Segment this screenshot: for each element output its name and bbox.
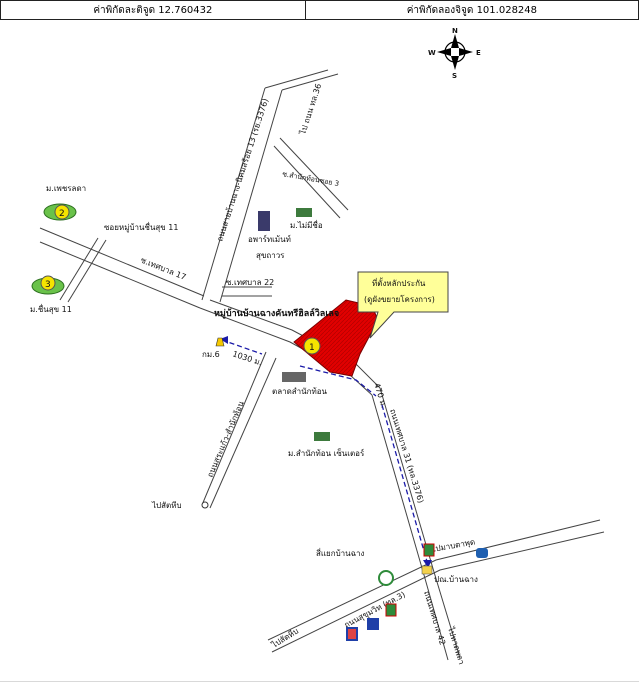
post-office-label: ปณ.บ้านฉาง bbox=[434, 575, 478, 584]
post-office-icon bbox=[421, 565, 433, 575]
route-arrow-icon bbox=[423, 560, 432, 568]
apartment-label-1: อพาร์ทเม้นท์ bbox=[248, 234, 291, 244]
road-tessaban-42-label: ถนนเทศบาล 42 bbox=[422, 590, 447, 646]
road-end-icon bbox=[201, 501, 209, 509]
collateral-callout: ที่ตั้งหลักประกัน (ดูผังขยายโครงการ) bbox=[357, 271, 449, 339]
compass-w: W bbox=[428, 49, 436, 57]
apartment-icon bbox=[258, 211, 270, 231]
seven-eleven-icon bbox=[423, 543, 435, 557]
callout-line-1: ที่ตั้งหลักประกัน bbox=[372, 277, 426, 288]
to-sattahip-label: ไปสัตหีบ bbox=[151, 501, 182, 510]
soi-chuensuk-label: ซอยหมู่บ้านชื่นสุข 11 bbox=[104, 221, 178, 233]
callout-line-2: (ดูผังขยายโครงการ) bbox=[364, 294, 435, 305]
village-phetchada: 2 bbox=[43, 203, 77, 221]
village-chuensuk: 3 bbox=[31, 275, 65, 295]
marker-3-label: 3 bbox=[45, 280, 51, 290]
to-pattaya-label: ไปหาดพลา bbox=[446, 625, 466, 666]
milestone-icon bbox=[215, 337, 225, 347]
bottom-divider bbox=[0, 681, 639, 682]
phetchada-label: ม.เพชรลดา bbox=[46, 184, 86, 193]
coordinates-table: ค่าพิกัดละติจูด 12.760432 ค่าพิกัดลองจิจ… bbox=[0, 0, 639, 20]
route-line bbox=[221, 339, 429, 566]
bank-icon bbox=[476, 548, 488, 558]
latitude-cell: ค่าพิกัดละติจูด 12.760432 bbox=[0, 0, 306, 20]
market-icon bbox=[282, 372, 306, 382]
marker-1 bbox=[303, 337, 321, 355]
marker-2-label: 2 bbox=[59, 209, 65, 219]
compass-s: S bbox=[452, 72, 457, 80]
house-cluster-icon bbox=[314, 432, 330, 441]
distance-1-label: 1030 ม. bbox=[231, 349, 263, 367]
bank-icon bbox=[346, 627, 358, 641]
route-arrow-icon bbox=[220, 336, 228, 344]
samnakthon-center-label: ม.สำนักท้อน เซ็นเตอร์ bbox=[288, 448, 365, 458]
bank-icon bbox=[367, 618, 379, 630]
ban-chang-junction-label: สี่แยกบ้านฉาง bbox=[316, 547, 365, 558]
maimisue-label: ม.ไม่มีชื่อ bbox=[290, 219, 323, 230]
longitude-cell: ค่าพิกัดลองจิจูด 101.028248 bbox=[304, 0, 639, 20]
compass-rose-icon: N S W E bbox=[428, 27, 481, 80]
soi-tessaban-22-label: ซ.เทศบาล 22 bbox=[226, 278, 274, 287]
road-36-label: ไป ถนน ทล.36 bbox=[298, 83, 323, 137]
house-cluster-icon bbox=[296, 208, 312, 217]
market-label: ตลาดสำนักท้อน bbox=[272, 387, 328, 396]
road-network bbox=[39, 69, 605, 661]
compass-n: N bbox=[452, 27, 458, 35]
seven-eleven-icon bbox=[385, 603, 397, 617]
marker-1-label: 1 bbox=[309, 343, 315, 353]
apartment-label-2: สุขถาวร bbox=[256, 251, 285, 260]
village-main-label: หมู่บ้านบ้านฉางคันทรีฮิลล์วิลเลจ bbox=[214, 307, 339, 319]
kor-mor-6-label: กม.6 bbox=[202, 350, 220, 359]
compass-e: E bbox=[476, 49, 481, 57]
kasikorn-bank-icon bbox=[378, 570, 394, 586]
chuensuk-label: ม.ชื่นสุข 11 bbox=[30, 303, 72, 314]
soi-tessaban-17-label: ซ.เทศบาล 17 bbox=[139, 256, 187, 282]
to-sattahip-2-label: ไปสัตหีบ bbox=[269, 626, 300, 650]
